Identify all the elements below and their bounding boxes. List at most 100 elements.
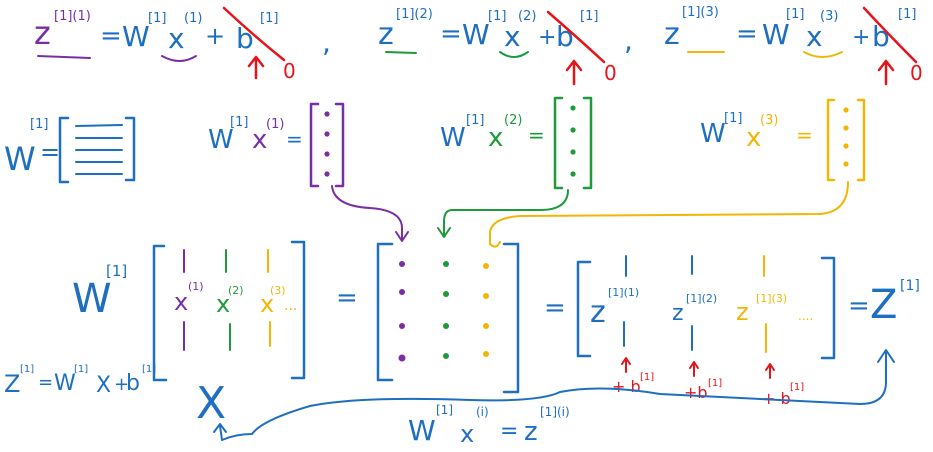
bf-b-sup: [1] — [142, 364, 156, 375]
z-col2-sup: [1](2) — [686, 292, 717, 305]
arrow-vec1-to-col1 — [331, 185, 409, 242]
plus-b3-sup: [1] — [790, 382, 804, 393]
wx1-x: x — [252, 125, 267, 155]
bf-w: W — [54, 371, 76, 396]
equation-z2: z [1](2) = W [1] x (2) + b [1] 0 — [378, 7, 617, 86]
z-matrix-bars-yellow — [763, 255, 767, 353]
dots-matrix-left-bracket — [376, 242, 394, 382]
x-matrix: x (1) x (2) x (3) ... — [152, 240, 306, 382]
bottom-formula: Z [1] = W [1] X + b [1] — [4, 364, 156, 398]
big-x: X — [196, 378, 226, 429]
eq1-z: z — [34, 14, 51, 52]
wx2-w: W — [440, 123, 466, 153]
wx2-x-sup: (2) — [504, 113, 522, 128]
vec3-dots — [843, 107, 849, 167]
wx1-group: W [1] x (1) = — [208, 102, 345, 188]
eq3-z-sup: [1](3) — [682, 5, 719, 20]
vec3-left-bracket — [826, 98, 836, 182]
eq2-x-underbrace — [499, 51, 529, 58]
eq1-zero: 0 — [283, 59, 296, 83]
result-dots-matrix — [376, 242, 520, 394]
wx1-equals: = — [286, 127, 303, 151]
w-matrix-rows — [75, 124, 123, 175]
equation-z1: z [1](1) = W [1] x (1) + b [1] 0 — [34, 6, 296, 83]
plus-b1-sup: [1] — [640, 372, 654, 383]
x-col2-sup: (2) — [228, 284, 244, 297]
z-matrix-right-bracket — [820, 256, 836, 360]
vec1-left-bracket — [309, 102, 320, 188]
arrow-vec3-to-col3 — [489, 181, 849, 248]
eq3-x: x — [806, 20, 823, 53]
w-big-w-sup: [1] — [106, 262, 127, 280]
eq3-zero: 0 — [910, 61, 923, 85]
x-col3-sup: (3) — [270, 284, 286, 297]
x-col2: x — [216, 290, 230, 318]
eq1-x-sup: (1) — [184, 11, 202, 26]
eq2-arrow — [565, 59, 583, 86]
w-matrix-w: W — [4, 140, 36, 178]
dots-col2 — [443, 261, 449, 359]
x-col3: x — [260, 290, 274, 318]
w-matrix-right-bracket — [124, 116, 136, 182]
eq3-w: W — [762, 18, 790, 51]
vec2-right-bracket — [582, 96, 593, 190]
bottom-arrow-to-x — [213, 423, 227, 441]
eq2-b: b — [556, 20, 574, 53]
z-col1-sup: [1](1) — [608, 286, 639, 299]
z-matrix-bars — [623, 255, 693, 351]
wxi-x-sup: (i) — [476, 405, 489, 419]
z-result-sup: [1] — [900, 278, 920, 294]
eq1-b-sup: [1] — [260, 11, 278, 26]
wx2-w-sup: [1] — [466, 113, 484, 128]
bf-b: b — [126, 371, 140, 396]
eq3-x-sup: (3) — [820, 9, 838, 24]
plus-b1: + b — [612, 377, 641, 396]
bottom-arrow-to-z — [221, 349, 895, 441]
z-matrix-left-bracket — [576, 260, 592, 358]
vec1-dots — [324, 111, 330, 177]
bf-w-sup: [1] — [74, 364, 88, 375]
z-result: Z — [870, 282, 897, 328]
eq3-z: z — [664, 17, 680, 52]
eq3-equals: = — [736, 19, 758, 49]
wxi-w-sup: [1] — [436, 403, 453, 417]
eq1-strike — [222, 6, 286, 62]
arrow-vec2-to-col2 — [437, 189, 569, 238]
eq1-w: W — [122, 20, 150, 53]
eq1-x: x — [168, 22, 185, 55]
wx3-x: x — [746, 123, 761, 153]
equation-z3: z [1](3) = W [1] x (3) + b [1] 0 — [664, 5, 923, 86]
wx3-w-sup: [1] — [724, 111, 742, 126]
eq3-arrow — [877, 59, 895, 86]
wxi-z: z — [524, 417, 538, 447]
wx1-x-sup: (1) — [266, 117, 284, 132]
eq2-b-sup: [1] — [580, 9, 598, 24]
w-matrix-left-bracket — [58, 116, 70, 184]
z-col3: z — [736, 298, 749, 326]
eq2-equals: = — [440, 19, 462, 49]
z-col3-sup: [1](3) — [756, 292, 787, 305]
vec3-right-bracket — [856, 98, 866, 182]
wx3-w: W — [700, 119, 726, 149]
wxi-z-sup: [1](i) — [540, 405, 570, 419]
w-big-group: W [1] — [72, 262, 127, 322]
plus-b3-arrow — [765, 363, 775, 379]
eq3-plus: + — [852, 25, 870, 50]
dots-col1 — [398, 261, 406, 362]
eq2-w: W — [462, 18, 490, 51]
vec2-dots — [570, 105, 576, 177]
x-col1: x — [174, 288, 188, 316]
eq1-z-sup: [1](1) — [54, 9, 91, 24]
dots-col3 — [483, 263, 489, 357]
vec1-right-bracket — [334, 102, 345, 188]
z-col1: z — [590, 295, 606, 330]
x-col1-sup: (1) — [188, 280, 204, 293]
eq2-z-underline — [385, 51, 417, 54]
eq2-z: z — [378, 17, 394, 52]
eq1-arrow — [247, 55, 265, 80]
eq3-strike — [862, 6, 918, 64]
wx2-equals: = — [528, 123, 545, 147]
x-ellipsis: ... — [284, 298, 297, 314]
x-matrix-left-bracket — [152, 244, 168, 382]
